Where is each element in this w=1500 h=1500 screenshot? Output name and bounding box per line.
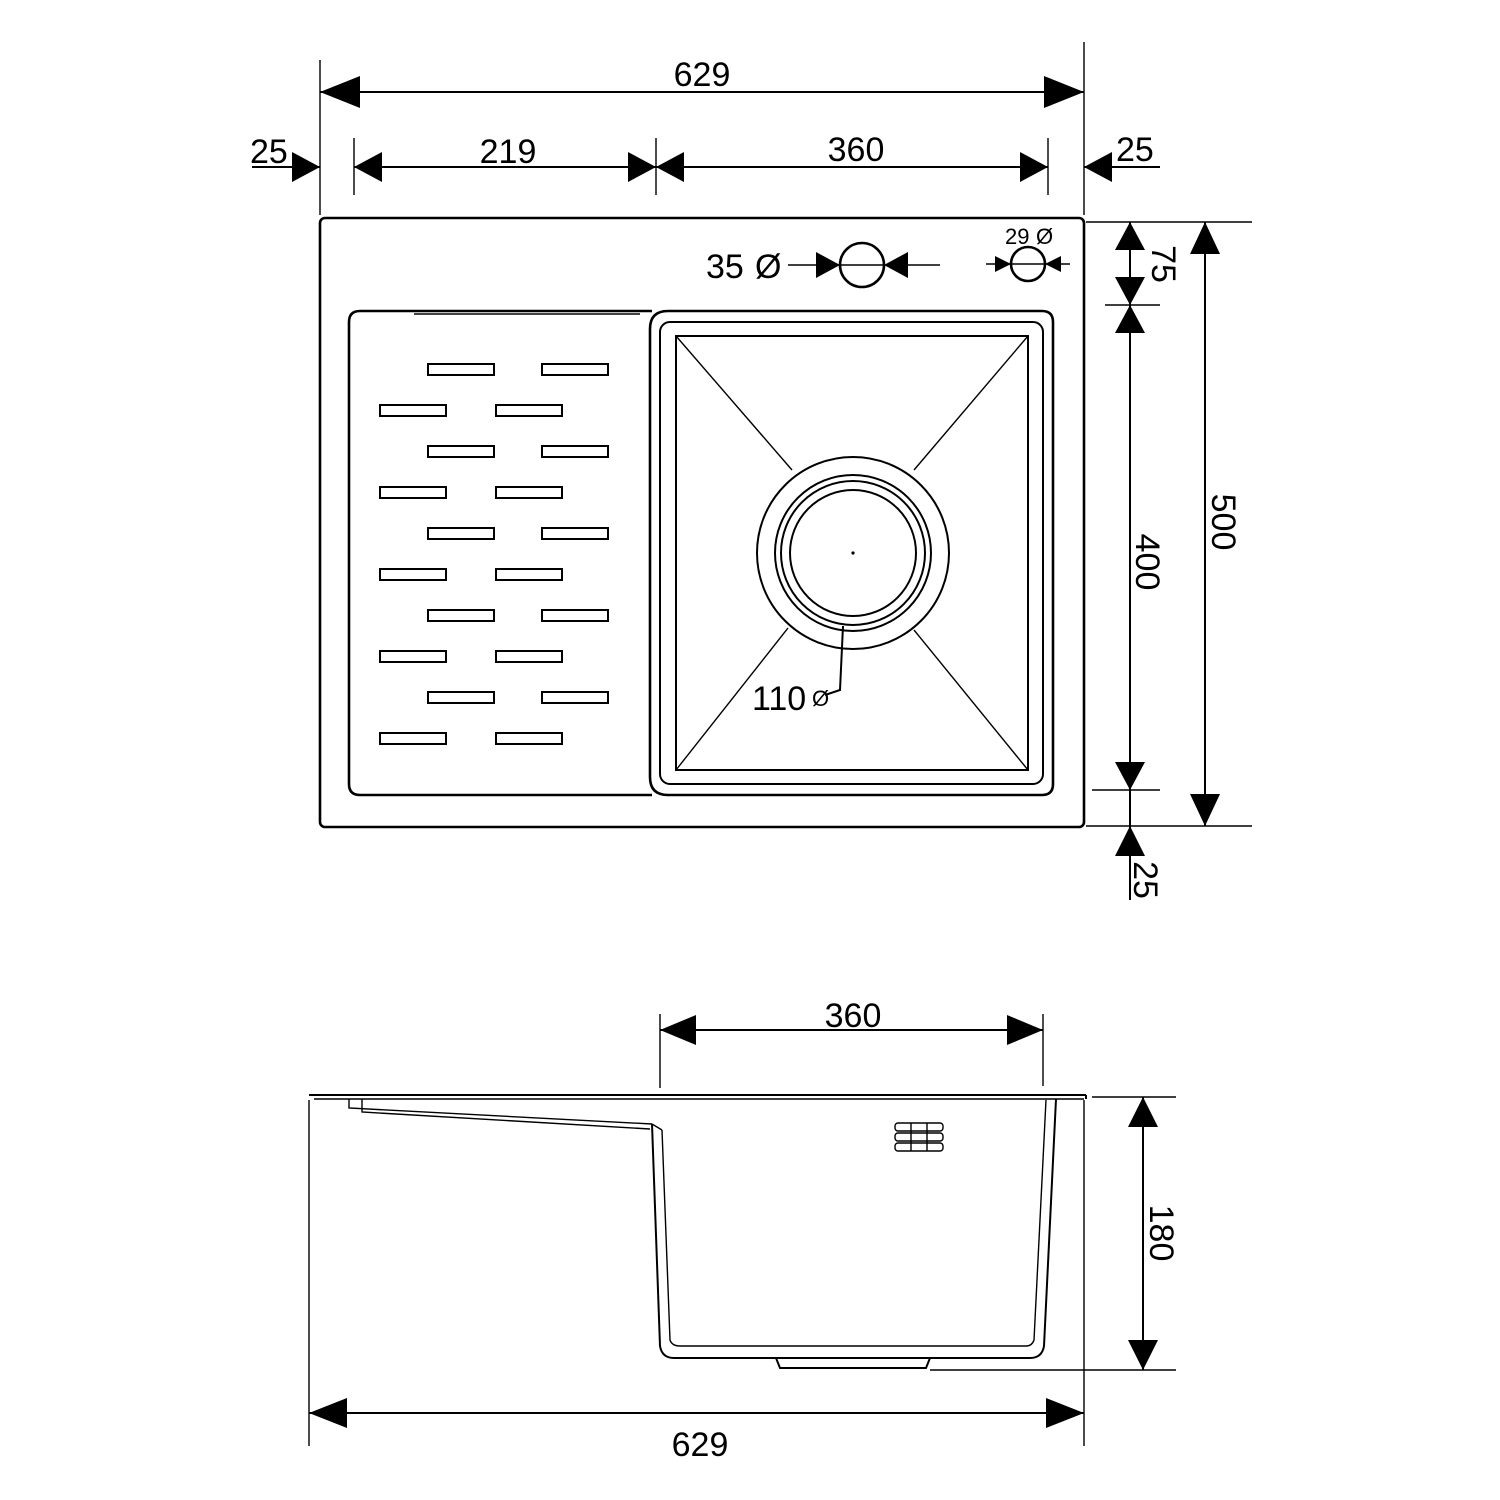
sink-deck: [309, 1094, 1087, 1130]
diameter-symbol: Ø: [1036, 224, 1053, 249]
dimension-right-margin: 25: [1084, 131, 1160, 182]
drain-slot: [379, 732, 447, 745]
dimension-bowl-length: 400: [1115, 305, 1166, 790]
dimension-side-overall-width: 629: [309, 1398, 1084, 1464]
drainboard: [347, 309, 652, 797]
drainboard-profile: [361, 1099, 651, 1130]
diameter-symbol: Ø: [812, 686, 829, 711]
bowl-bottom: [675, 335, 1029, 771]
drain-slot: [541, 527, 609, 540]
dimension-side-bowl-width: 360: [660, 997, 1043, 1045]
dimension-text: 400: [1128, 534, 1166, 591]
drain-ring: [780, 480, 926, 626]
drain-slot: [495, 404, 563, 417]
drain-slot: [427, 609, 495, 622]
drain-flange: [775, 1357, 931, 1369]
dimension-front-margin: 25: [1115, 790, 1164, 900]
dimension-drainboard-width: 219: [354, 133, 656, 182]
dimension-text: 629: [672, 1426, 729, 1464]
dimension-text: 180: [1142, 1205, 1180, 1262]
dimension-text: 75: [1144, 245, 1182, 283]
diameter-symbol: Ø: [755, 248, 781, 286]
dimension-text: 25: [250, 133, 288, 171]
dimension-text: 29: [1005, 224, 1029, 249]
drain-slot: [379, 650, 447, 663]
dimension-bowl-depth: 180: [1128, 1097, 1180, 1370]
drainboard-profile: [348, 1099, 653, 1125]
drain-slot: [541, 609, 609, 622]
top-view: 629 25 219 360 25: [250, 42, 1252, 900]
side-view: 360: [308, 997, 1180, 1464]
dimension-text: 35: [706, 248, 744, 286]
bowl-outer-wall: [651, 1098, 1057, 1359]
bowl-rim-inner: [659, 321, 1044, 785]
bowl-rim: [648, 309, 1055, 797]
slope-line: [913, 335, 1029, 471]
drain-slot: [427, 691, 495, 704]
dimension-rear-margin: 75: [1115, 222, 1182, 305]
bowl-inner-wall: [661, 1099, 1047, 1347]
drain-slot: [541, 363, 609, 376]
dimension-text: 219: [480, 133, 537, 171]
dimension-overall-depth: 500: [1190, 222, 1242, 826]
overflow-hole: 29 Ø: [986, 224, 1070, 283]
drain-slot: [541, 445, 609, 458]
drain-slot: [379, 404, 447, 417]
dimension-text: 360: [825, 997, 882, 1035]
bowl: [648, 309, 1055, 797]
bowl-profile: [651, 1098, 1057, 1369]
drain-slot: [379, 486, 447, 499]
drain-slot: [427, 445, 495, 458]
sink-outline: [318, 216, 1086, 829]
dimension-left-margin: 25: [250, 133, 382, 182]
drain: 110 Ø: [752, 456, 950, 718]
drain-slot: [379, 568, 447, 581]
slope-line: [675, 335, 793, 471]
drain-slot: [495, 650, 563, 663]
drain-ring: [774, 474, 932, 632]
drain-slot: [495, 486, 563, 499]
drain-slot: [495, 732, 563, 745]
dimension-text: 629: [674, 56, 731, 94]
drain-center: [851, 551, 855, 555]
dimension-text: 110: [752, 680, 806, 718]
slope-line: [675, 627, 789, 771]
drain-outer-ring: [756, 456, 950, 650]
drain-diameter-label: 110 Ø: [752, 680, 829, 718]
bowl-corner: [651, 1123, 663, 1131]
drainboard-slots: [379, 363, 609, 745]
tap-hole: 35 Ø: [706, 241, 940, 289]
drainboard-outline: [347, 309, 652, 797]
drain-slot: [541, 691, 609, 704]
drain-slot: [427, 527, 495, 540]
overflow-grille: [894, 1122, 944, 1152]
dimension-bowl-width: 360: [656, 131, 1048, 182]
dimension-overall-width: 629: [320, 56, 1084, 108]
drain-slot: [495, 568, 563, 581]
drain-slot: [427, 363, 495, 376]
drain-opening: [789, 489, 917, 617]
dimension-text: 25: [1126, 861, 1164, 899]
slope-line: [913, 629, 1029, 771]
dimension-text: 360: [828, 131, 885, 169]
dimension-text: 25: [1116, 131, 1154, 169]
dimension-text: 500: [1204, 494, 1242, 551]
drain-leader: [824, 625, 844, 696]
